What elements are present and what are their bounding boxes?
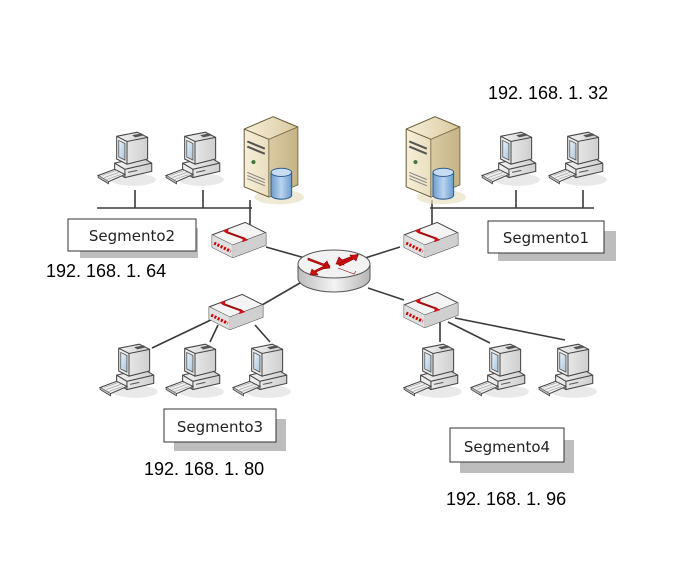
segment3-pc-link (151, 317, 216, 349)
segment3-workstations (99, 343, 292, 399)
workstation-icon (538, 343, 598, 399)
segment-name: Segmento4 (464, 438, 550, 456)
segment2-label: Segmento2 (67, 218, 198, 258)
label-box (487, 220, 605, 254)
workstation-icon (403, 343, 463, 399)
workstation-icon (232, 343, 292, 399)
workstation-icon (548, 131, 608, 187)
segment4-label: Segmento4 (449, 427, 574, 473)
label-box (449, 427, 565, 463)
segment4-subnet: 192. 168. 1. 96 (446, 489, 566, 509)
segment4-workstations (403, 343, 598, 399)
segment-name: Segmento2 (89, 227, 175, 245)
switch-icon (210, 220, 268, 260)
server-icon (405, 115, 466, 206)
segment2-workstations (97, 131, 225, 187)
segment4-pc-link (454, 317, 566, 341)
segment1-subnet: 192. 168. 1. 32 (488, 83, 608, 103)
server-icon (243, 115, 304, 206)
segment4-pc-link (447, 321, 491, 344)
segment-name: Segmento1 (503, 229, 589, 247)
segment2-subnet: 192. 168. 1. 64 (46, 261, 166, 281)
links (97, 190, 594, 349)
switch3-router-link (261, 282, 301, 306)
switch1-router-link (364, 246, 401, 259)
label-box (67, 218, 197, 252)
switch2-router-link (265, 246, 306, 259)
segment1-label: Segmento1 (487, 220, 616, 261)
switch-icon (402, 220, 460, 260)
segment-name: Segmento3 (177, 418, 263, 436)
workstation-icon (165, 343, 225, 399)
workstation-icon (99, 343, 159, 399)
segment3-subnet: 192. 168. 1. 80 (144, 459, 264, 479)
segment3-pc-link (209, 324, 219, 343)
switch4-router-link (367, 287, 405, 301)
segment3-label: Segmento3 (163, 408, 286, 451)
switch-icon (207, 292, 265, 332)
router-icon (297, 249, 371, 293)
segment3-pc-link (254, 324, 271, 343)
workstation-icon (165, 131, 225, 187)
workstation-icon (470, 343, 530, 399)
label-box (163, 408, 277, 443)
segment1-workstations (481, 131, 608, 187)
workstation-icon (481, 131, 541, 187)
workstation-icon (97, 131, 157, 187)
